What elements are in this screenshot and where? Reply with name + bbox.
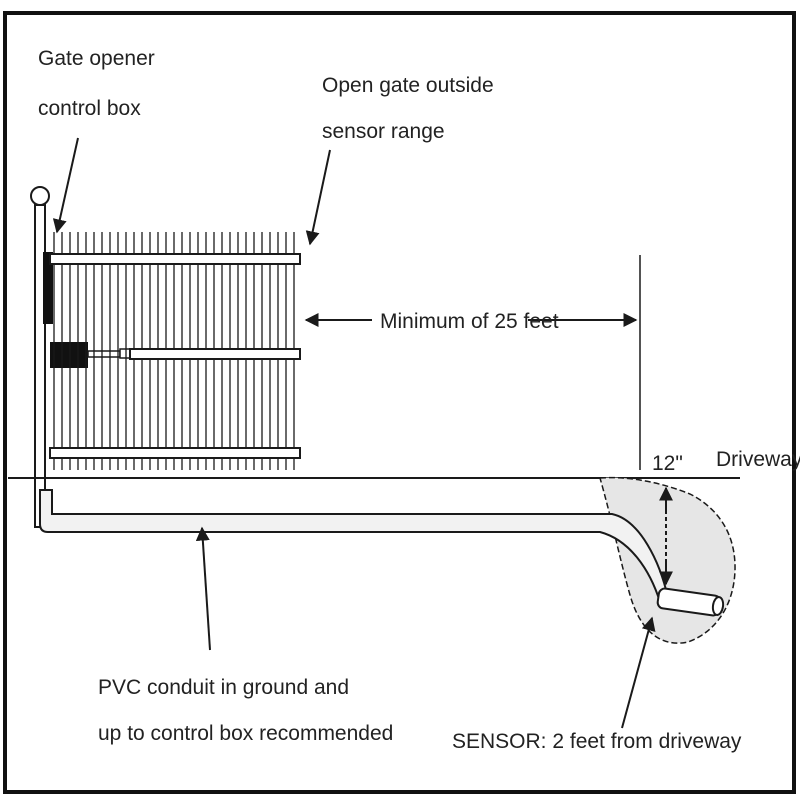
pvc-conduit: [39, 489, 670, 604]
gate-top-rail: [49, 253, 301, 265]
conduit-label-line2: up to control box recommended: [98, 722, 393, 745]
gate-post: [30, 186, 50, 528]
gate-bottom-rail: [49, 447, 301, 459]
sensor: [656, 587, 725, 617]
open-gate-label-line1: Open gate outside: [322, 74, 494, 97]
outer-border: [3, 11, 796, 794]
depth-label: 12": [652, 452, 683, 475]
conduit-pointer: [195, 526, 211, 651]
sensor-pointer: [621, 616, 656, 729]
control-box-label-line1: Gate opener: [38, 47, 155, 70]
control-box-label-line2: control box: [38, 97, 141, 120]
open-gate-pointer: [305, 149, 331, 246]
gate-pickets: [53, 232, 295, 470]
gate-middle-rail: [129, 348, 301, 360]
open-gate-label-line2: sensor range: [322, 120, 445, 143]
gate-actuator: [50, 342, 133, 368]
minimum-distance-label: Minimum of 25 feet: [380, 310, 559, 333]
sensor-trench: [599, 476, 736, 644]
conduit-label-line1: PVC conduit in ground and: [98, 676, 349, 699]
control-box: [43, 252, 53, 324]
gate: [49, 232, 301, 470]
sensor-label: SENSOR: 2 feet from driveway: [452, 730, 742, 753]
driveway-label: Driveway: [716, 448, 800, 471]
control-box-pointer: [52, 137, 79, 234]
